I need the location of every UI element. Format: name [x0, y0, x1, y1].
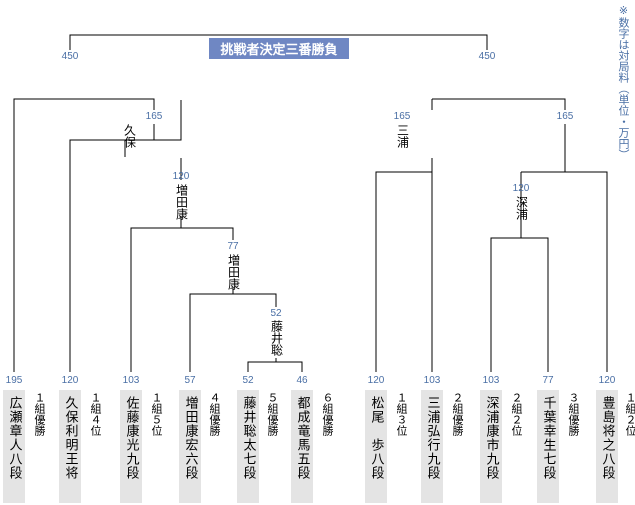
match-winner: 藤井聡 — [269, 320, 284, 356]
final-fee-right: 450 — [478, 51, 496, 62]
player-result: １組優勝 — [33, 392, 46, 436]
player-result: ６組優勝 — [321, 392, 334, 436]
match-winner: 久保 — [122, 124, 137, 148]
final-fee-left: 450 — [61, 51, 79, 62]
player-result: １組３位 — [395, 392, 408, 436]
match-winner: 増田康 — [226, 254, 241, 290]
player-name: 松尾 歩八段 — [368, 396, 384, 480]
player-name: 千葉幸生七段 — [540, 396, 556, 480]
player-result: ２組優勝 — [451, 392, 464, 436]
player-name: 増田康宏六段 — [182, 396, 198, 480]
match-fee: 120 — [172, 171, 190, 182]
player-fee: 103 — [423, 375, 441, 386]
player-name-box: 広瀬章人八段 — [3, 390, 25, 503]
player-name-box: 深浦康市九段 — [480, 390, 502, 503]
player-name: 深浦康市九段 — [483, 396, 499, 480]
match-title: 挑戦者決定三番勝負 — [209, 38, 349, 59]
player-name: 広瀬章人八段 — [6, 396, 22, 480]
player-result: ３組優勝 — [567, 392, 580, 436]
match-fee: 52 — [270, 308, 282, 319]
player-fee: 52 — [242, 375, 254, 386]
player-fee: 120 — [367, 375, 385, 386]
player-name-box: 佐藤康光九段 — [120, 390, 142, 503]
player-name-box: 三浦弘行九段 — [421, 390, 443, 503]
player-fee: 120 — [61, 375, 79, 386]
player-name: 藤井聡太七段 — [240, 396, 256, 480]
player-result: ４組優勝 — [208, 392, 221, 436]
player-fee: 46 — [296, 375, 308, 386]
player-result: １組５位 — [150, 392, 163, 436]
player-name: 三浦弘行九段 — [424, 396, 440, 480]
player-name: 久保利明王将 — [62, 396, 78, 480]
match-fee: 165 — [393, 111, 411, 122]
player-fee: 120 — [598, 375, 616, 386]
player-fee: 195 — [5, 375, 23, 386]
player-name-box: 藤井聡太七段 — [237, 390, 259, 503]
player-fee: 77 — [542, 375, 554, 386]
match-fee: 77 — [227, 241, 239, 252]
player-name-box: 豊島将之八段 — [596, 390, 618, 503]
player-name-box: 千葉幸生七段 — [537, 390, 559, 503]
match-fee: 165 — [145, 111, 163, 122]
match-fee: 165 — [556, 111, 574, 122]
match-winner: 増田康 — [174, 184, 189, 220]
match-winner: 三浦 — [395, 124, 410, 148]
player-result: １組２位 — [624, 392, 635, 436]
player-name-box: 都成竜馬五段 — [291, 390, 313, 503]
match-fee: 120 — [512, 183, 530, 194]
player-result: ２組２位 — [510, 392, 523, 436]
player-fee: 103 — [482, 375, 500, 386]
player-name-box: 増田康宏六段 — [179, 390, 201, 503]
player-result: １組４位 — [89, 392, 102, 436]
player-fee: 103 — [122, 375, 140, 386]
player-result: ５組優勝 — [266, 392, 279, 436]
player-name: 都成竜馬五段 — [294, 396, 310, 480]
player-name: 豊島将之八段 — [599, 396, 615, 480]
fee-note: ※数字は対局料（単位・万円） — [617, 4, 630, 160]
player-name-box: 久保利明王将 — [59, 390, 81, 503]
player-name: 佐藤康光九段 — [123, 396, 139, 480]
match-winner: 深浦 — [514, 196, 529, 220]
player-fee: 57 — [184, 375, 196, 386]
player-name-box: 松尾 歩八段 — [365, 390, 387, 503]
